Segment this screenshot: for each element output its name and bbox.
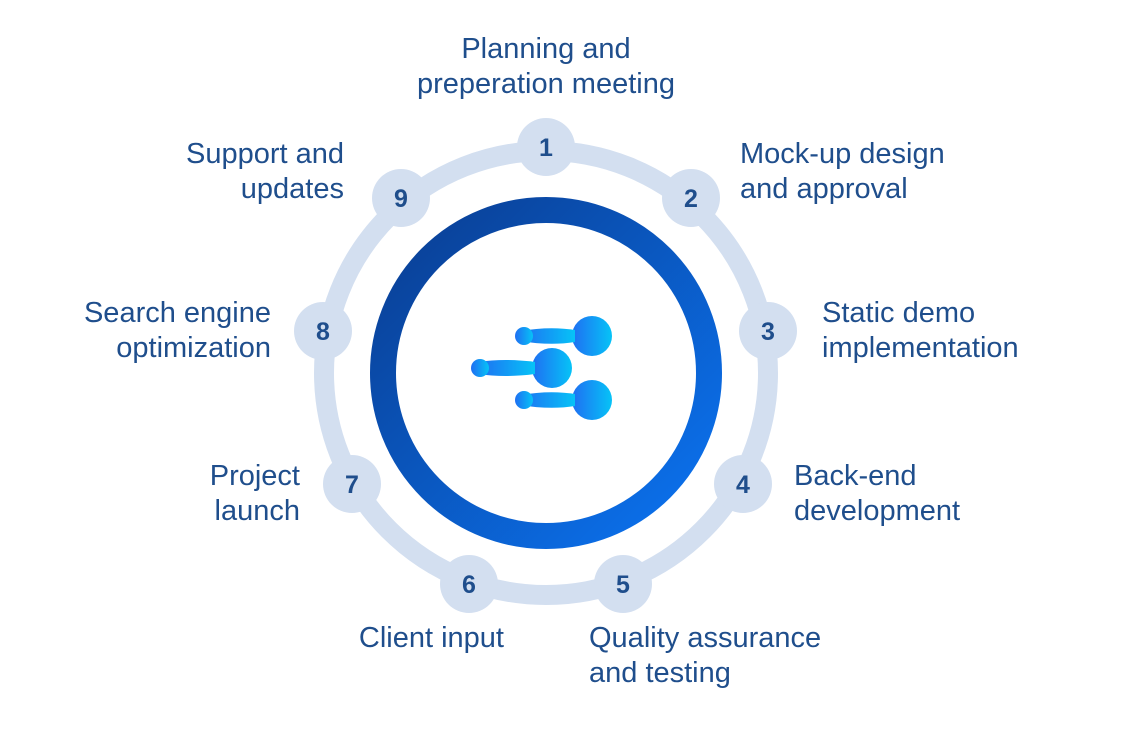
step-1-marker: 1 — [517, 118, 575, 176]
step-2-label-line-1: Mock-up design — [740, 138, 945, 170]
step-4-marker: 4 — [714, 455, 772, 513]
step-4-label-line-2: development — [794, 495, 961, 527]
step-2-number: 2 — [684, 185, 698, 213]
step-5-label: Quality assurance and testing — [589, 621, 821, 691]
step-5-marker: 5 — [594, 555, 652, 613]
step-8-number: 8 — [316, 318, 330, 346]
step-6-circle — [440, 555, 498, 613]
step-2-label: Mock-up design and approval — [740, 137, 945, 207]
step-7-marker: 7 — [323, 455, 381, 513]
molecule-logo-icon — [471, 316, 612, 420]
step-3-label: Static demo implementation — [822, 296, 1019, 366]
step-4-number: 4 — [736, 471, 750, 499]
step-5-circle — [594, 555, 652, 613]
step-7-label: Project launch — [120, 459, 300, 529]
step-9-label: Support and updates — [100, 137, 344, 207]
step-8-circle — [294, 302, 352, 360]
step-8-label: Search engine optimization — [20, 296, 271, 366]
step-7-label-line-2: launch — [214, 495, 300, 527]
step-1-label-line-1: Planning and — [461, 33, 631, 65]
step-5-number: 5 — [616, 571, 630, 599]
step-7-label-line-1: Project — [209, 460, 300, 492]
step-4-circle — [714, 455, 772, 513]
step-6-label-line-1: Client input — [358, 622, 504, 654]
step-6-marker: 6 — [440, 555, 498, 613]
step-7-number: 7 — [345, 471, 359, 499]
center-ring — [370, 197, 722, 549]
step-4-label-line-1: Back-end — [794, 460, 917, 492]
step-9-marker: 9 — [372, 169, 430, 227]
step-1-number: 1 — [539, 134, 553, 162]
step-8-marker: 8 — [294, 302, 352, 360]
step-9-number: 9 — [394, 185, 408, 213]
step-5-label-line-2: and testing — [589, 657, 731, 689]
step-8-label-line-2: optimization — [116, 332, 271, 364]
step-9-label-line-2: updates — [240, 173, 344, 205]
step-3-number: 3 — [761, 318, 775, 346]
step-1-label: Planning and preperation meeting — [380, 32, 712, 102]
step-3-marker: 3 — [739, 302, 797, 360]
step-6-label: Client input — [304, 621, 504, 656]
step-1-circle — [517, 118, 575, 176]
step-5-label-line-1: Quality assurance — [589, 622, 822, 654]
step-2-circle — [662, 169, 720, 227]
step-9-circle — [372, 169, 430, 227]
step-2-label-line-2: and approval — [740, 173, 908, 205]
step-4-label: Back-end development — [794, 459, 960, 529]
step-2-marker: 2 — [662, 169, 720, 227]
step-6-number: 6 — [462, 571, 476, 599]
step-9-label-line-1: Support and — [185, 138, 344, 170]
step-3-label-line-2: implementation — [822, 332, 1019, 364]
step-markers: 1 2 3 4 5 6 7 8 9 — [294, 118, 797, 613]
step-3-label-line-1: Static demo — [822, 297, 976, 329]
step-1-label-line-2: preperation meeting — [417, 68, 675, 100]
step-8-label-line-1: Search engine — [83, 297, 271, 329]
step-7-circle — [323, 455, 381, 513]
step-3-circle — [739, 302, 797, 360]
